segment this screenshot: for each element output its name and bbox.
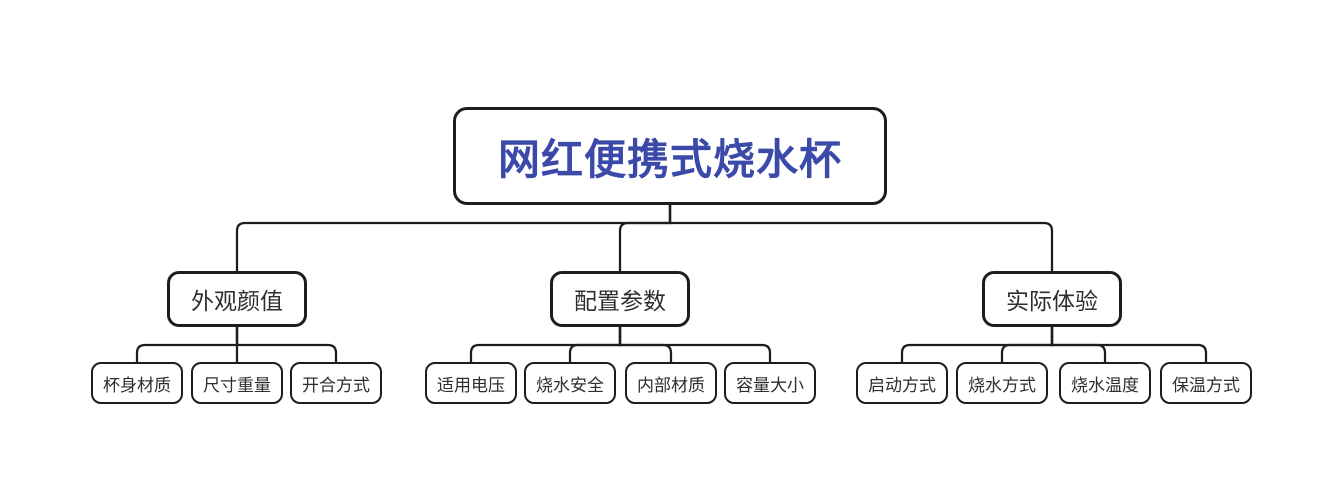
root-node: 网红便携式烧水杯	[453, 107, 887, 205]
leaf-node-label: 烧水温度	[1071, 375, 1139, 395]
leaf-node: 烧水安全	[524, 362, 616, 404]
branch-node-label: 实际体验	[1006, 288, 1098, 314]
root-node-label: 网红便携式烧水杯	[497, 135, 842, 183]
leaf-node-label: 杯身材质	[103, 375, 171, 395]
connector-branch3-leaf-4	[1050, 327, 1208, 362]
leaf-node-label: 适用电压	[437, 375, 505, 395]
branch-node-label: 配置参数	[574, 288, 666, 314]
leaf-node-label: 启动方式	[868, 375, 936, 395]
leaf-node: 保温方式	[1160, 362, 1252, 404]
leaf-node: 烧水方式	[956, 362, 1048, 404]
connector-branch2-leaf-2	[568, 327, 622, 362]
branch-node-label: 外观颜值	[191, 288, 283, 314]
leaf-node: 容量大小	[724, 362, 816, 404]
branch-node-configuration: 配置参数	[550, 271, 690, 327]
connector-branch2-leaf-4	[618, 327, 772, 362]
connector-root-branch-2	[618, 205, 672, 271]
connector-root-branch-1	[235, 205, 672, 271]
leaf-node-label: 内部材质	[637, 375, 705, 395]
leaf-node-label: 尺寸重量	[203, 375, 271, 395]
leaf-node: 杯身材质	[91, 362, 183, 404]
connector-branch1-leaf-3	[235, 327, 338, 362]
leaf-node: 启动方式	[856, 362, 948, 404]
leaf-node: 开合方式	[290, 362, 382, 404]
leaf-node-label: 容量大小	[736, 375, 804, 395]
branch-node-appearance: 外观颜值	[167, 271, 307, 327]
connector-branch3-leaf-2	[1000, 327, 1054, 362]
leaf-node: 烧水温度	[1059, 362, 1151, 404]
leaf-node: 内部材质	[625, 362, 717, 404]
connector-branch2-leaf-1	[469, 327, 622, 362]
leaf-node-label: 烧水方式	[968, 375, 1036, 395]
connector-branch1-leaf-1	[135, 327, 239, 362]
leaf-node-label: 烧水安全	[536, 375, 604, 395]
connector-root-branch-3	[668, 205, 1054, 271]
branch-node-experience: 实际体验	[982, 271, 1122, 327]
leaf-node-label: 开合方式	[302, 375, 370, 395]
leaf-node: 尺寸重量	[191, 362, 283, 404]
leaf-node-label: 保温方式	[1172, 375, 1240, 395]
connector-branch3-leaf-1	[900, 327, 1054, 362]
leaf-node: 适用电压	[425, 362, 517, 404]
